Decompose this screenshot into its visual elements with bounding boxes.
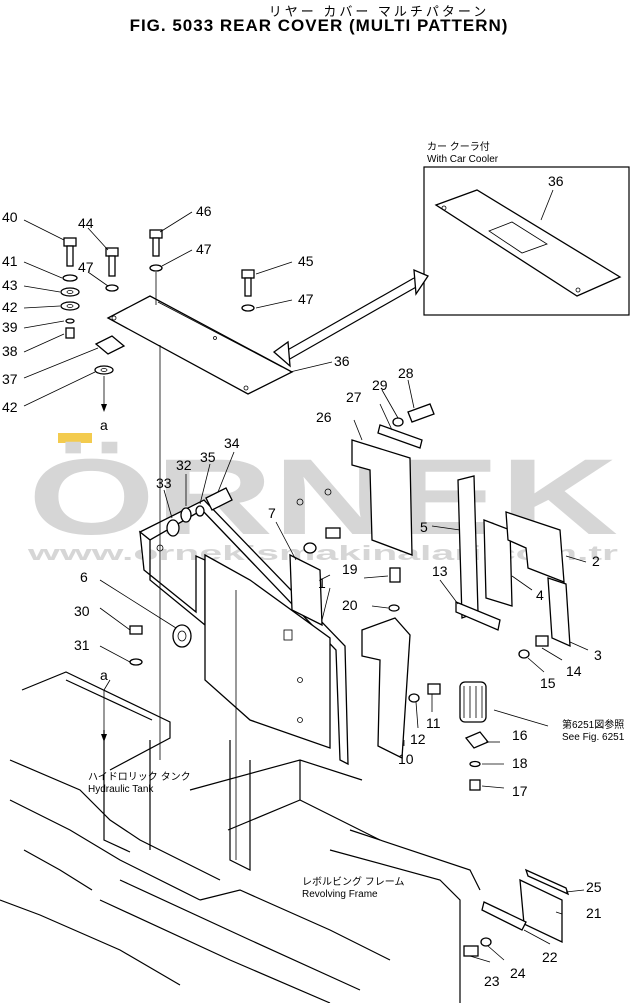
hydraulic-tank-label-kana: ハイドロリック タンク — [88, 771, 191, 783]
leader-lines-lower — [99, 379, 589, 963]
connector-a-bottom: a — [100, 667, 108, 683]
callout-17: 17 — [512, 783, 528, 799]
bracket-13 — [455, 601, 501, 631]
connector-a-top: a — [100, 417, 108, 433]
inset-callout-36: 36 — [548, 173, 564, 189]
bracket-10 — [361, 617, 411, 760]
side-panels — [457, 475, 571, 648]
callout-36: 36 — [334, 353, 350, 369]
callout-43: 43 — [2, 277, 18, 293]
callout-47-left: 47 — [78, 259, 94, 275]
callout-35: 35 — [200, 449, 216, 465]
bottom-bracket — [463, 868, 570, 957]
callout-2: 2 — [592, 553, 600, 569]
callout-37: 37 — [2, 371, 18, 387]
filter-assembly — [459, 681, 549, 791]
callout-34: 34 — [224, 435, 240, 451]
fastener-stack-left: a — [60, 237, 126, 433]
callout-31: 31 — [74, 637, 90, 653]
hydraulic-tank-label: Hydraulic Tank — [88, 784, 154, 795]
callout-38: 38 — [2, 343, 18, 359]
callout-15: 15 — [540, 675, 556, 691]
inset-frame — [423, 166, 630, 316]
callout-20: 20 — [342, 597, 358, 613]
inset-cooler-opening — [488, 221, 548, 254]
watermark-accent-mark — [58, 433, 92, 443]
callout-7: 7 — [268, 505, 276, 521]
plate-7 — [289, 553, 323, 627]
machine-structure: a ハイドロリック タンク Hydraulic Tank レボルビング フレーム… — [0, 345, 625, 1003]
callout-19: 19 — [342, 561, 358, 577]
callout-6: 6 — [80, 569, 88, 585]
callout-10: 10 — [398, 751, 414, 767]
see-fig-label-kana: 第6251図参照 — [562, 718, 624, 731]
callout-21: 21 — [586, 905, 602, 921]
strip-27 — [377, 424, 423, 449]
mid-fasteners — [103, 403, 549, 703]
callout-16: 16 — [512, 727, 528, 743]
callout-40: 40 — [2, 209, 18, 225]
callout-30: 30 — [74, 603, 90, 619]
callout-5: 5 — [420, 519, 428, 535]
callout-33: 33 — [156, 475, 172, 491]
callout-42-lower: 42 — [2, 399, 18, 415]
callout-23: 23 — [484, 973, 500, 989]
callout-47-middle: 47 — [196, 241, 212, 257]
callout-46: 46 — [196, 203, 212, 219]
figure-title-kana: リヤー カバー マルチパターン — [268, 4, 490, 19]
inset-label-kana: カー クーラ付 — [427, 140, 490, 153]
callout-12: 12 — [410, 731, 426, 747]
callout-42-upper: 42 — [2, 299, 18, 315]
callout-47-right: 47 — [298, 291, 314, 307]
callout-4: 4 — [536, 587, 544, 603]
leader-lines — [23, 211, 333, 407]
revolving-frame-label: Revolving Frame — [302, 889, 378, 900]
callout-14: 14 — [566, 663, 582, 679]
callout-22: 22 — [542, 949, 558, 965]
see-fig-label: See Fig. 6251 — [562, 732, 625, 743]
callout-45: 45 — [298, 253, 314, 269]
callout-27: 27 — [346, 389, 362, 405]
cover-bolts — [105, 229, 255, 312]
callout-1: 1 — [318, 575, 326, 591]
car-cooler-inset: カー クーラ付 With Car Cooler 36 — [423, 140, 630, 316]
callout-26: 26 — [316, 409, 332, 425]
callout-28: 28 — [398, 365, 414, 381]
callout-29: 29 — [372, 377, 388, 393]
figure-title: FIG. 5033 REAR COVER (MULTI PATTERN) — [129, 16, 509, 35]
callout-39: 39 — [2, 319, 18, 335]
callout-44: 44 — [78, 215, 94, 231]
callout-numbers: 1 2 3 4 5 6 7 10 11 12 13 14 15 16 17 18… — [2, 203, 602, 989]
plate-26 — [351, 439, 413, 556]
revolving-frame-label-kana: レボルビング フレーム — [302, 875, 404, 888]
inset-reference-arrow — [272, 268, 429, 368]
callout-18: 18 — [512, 755, 528, 771]
callout-11: 11 — [426, 715, 441, 731]
inset-cover-plate — [434, 189, 622, 297]
callout-32: 32 — [176, 457, 192, 473]
top-cover-plate-36 — [106, 295, 294, 395]
callout-41: 41 — [2, 253, 18, 269]
callout-13: 13 — [432, 563, 448, 579]
inset-label: With Car Cooler — [427, 154, 499, 165]
callout-3: 3 — [594, 647, 602, 663]
callout-24: 24 — [510, 965, 526, 981]
callout-25: 25 — [586, 879, 602, 895]
